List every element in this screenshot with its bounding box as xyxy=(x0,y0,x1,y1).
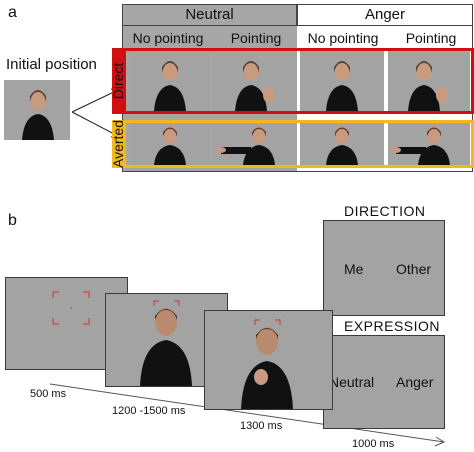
direction-title: DIRECTION xyxy=(344,203,426,219)
person-pointing-icon xyxy=(235,61,275,111)
photo-averted-neutral-nopointing xyxy=(130,123,210,165)
photo-direct-neutral-nopointing xyxy=(130,51,210,111)
header-anger: Anger xyxy=(297,4,473,26)
header-neutral: Neutral xyxy=(122,4,297,26)
person-icon xyxy=(326,126,358,165)
person-pointing-sideways-icon xyxy=(216,126,275,165)
timing-response: 1000 ms xyxy=(352,438,395,450)
grid-bottom-line xyxy=(122,171,473,172)
photo-direct-anger-pointing xyxy=(388,51,470,111)
row-label-averted: Averted xyxy=(110,120,126,168)
initial-position-photo xyxy=(4,80,70,140)
person-pointing-icon xyxy=(408,61,448,111)
col-label-neutral-pointing: Pointing xyxy=(230,30,282,46)
timing-fixation: 500 ms xyxy=(30,388,67,400)
direction-option-other: Other xyxy=(396,261,432,277)
col-label-anger-pointing: Pointing xyxy=(405,30,457,46)
actor-angry-pointing-icon xyxy=(241,319,293,409)
timing-initial-face: 1200 -1500 ms xyxy=(112,405,186,417)
direction-response-screen: Me Other xyxy=(323,220,445,316)
row-direct-tab xyxy=(112,48,126,114)
person-icon xyxy=(326,61,358,111)
initial-position-label: Initial position xyxy=(6,56,97,73)
photo-averted-anger-pointing xyxy=(388,123,470,165)
timing-pointing-face: 1300 ms xyxy=(240,420,283,432)
face-pointing-screen xyxy=(204,310,333,410)
fixation-corners-icon xyxy=(52,291,90,325)
person-icon xyxy=(154,61,186,111)
timeline-arrow xyxy=(49,383,446,447)
photo-direct-anger-nopointing xyxy=(300,51,384,111)
actor-neutral-icon xyxy=(140,300,192,386)
col-label-neutral-nopointing: No pointing xyxy=(132,30,204,46)
person-pointing-sideways-icon xyxy=(391,126,450,165)
panel-a-letter: a xyxy=(8,4,17,21)
panel-b-letter: b xyxy=(8,212,17,229)
photo-direct-neutral-pointing xyxy=(213,51,297,111)
expression-title: EXPRESSION xyxy=(344,318,441,334)
expression-option-neutral: Neutral xyxy=(329,374,375,390)
person-icon xyxy=(154,126,186,165)
direction-option-me: Me xyxy=(344,261,364,277)
photo-averted-neutral-pointing xyxy=(213,123,297,165)
col-label-anger-nopointing: No pointing xyxy=(307,30,379,46)
photo-averted-anger-nopointing xyxy=(300,123,384,165)
row-averted-tab xyxy=(112,120,126,168)
expression-response-screen: Neutral Anger xyxy=(323,335,445,429)
expression-option-anger: Anger xyxy=(396,374,434,390)
person-neutral-icon xyxy=(22,90,54,140)
row-label-direct: Direct xyxy=(110,62,126,100)
